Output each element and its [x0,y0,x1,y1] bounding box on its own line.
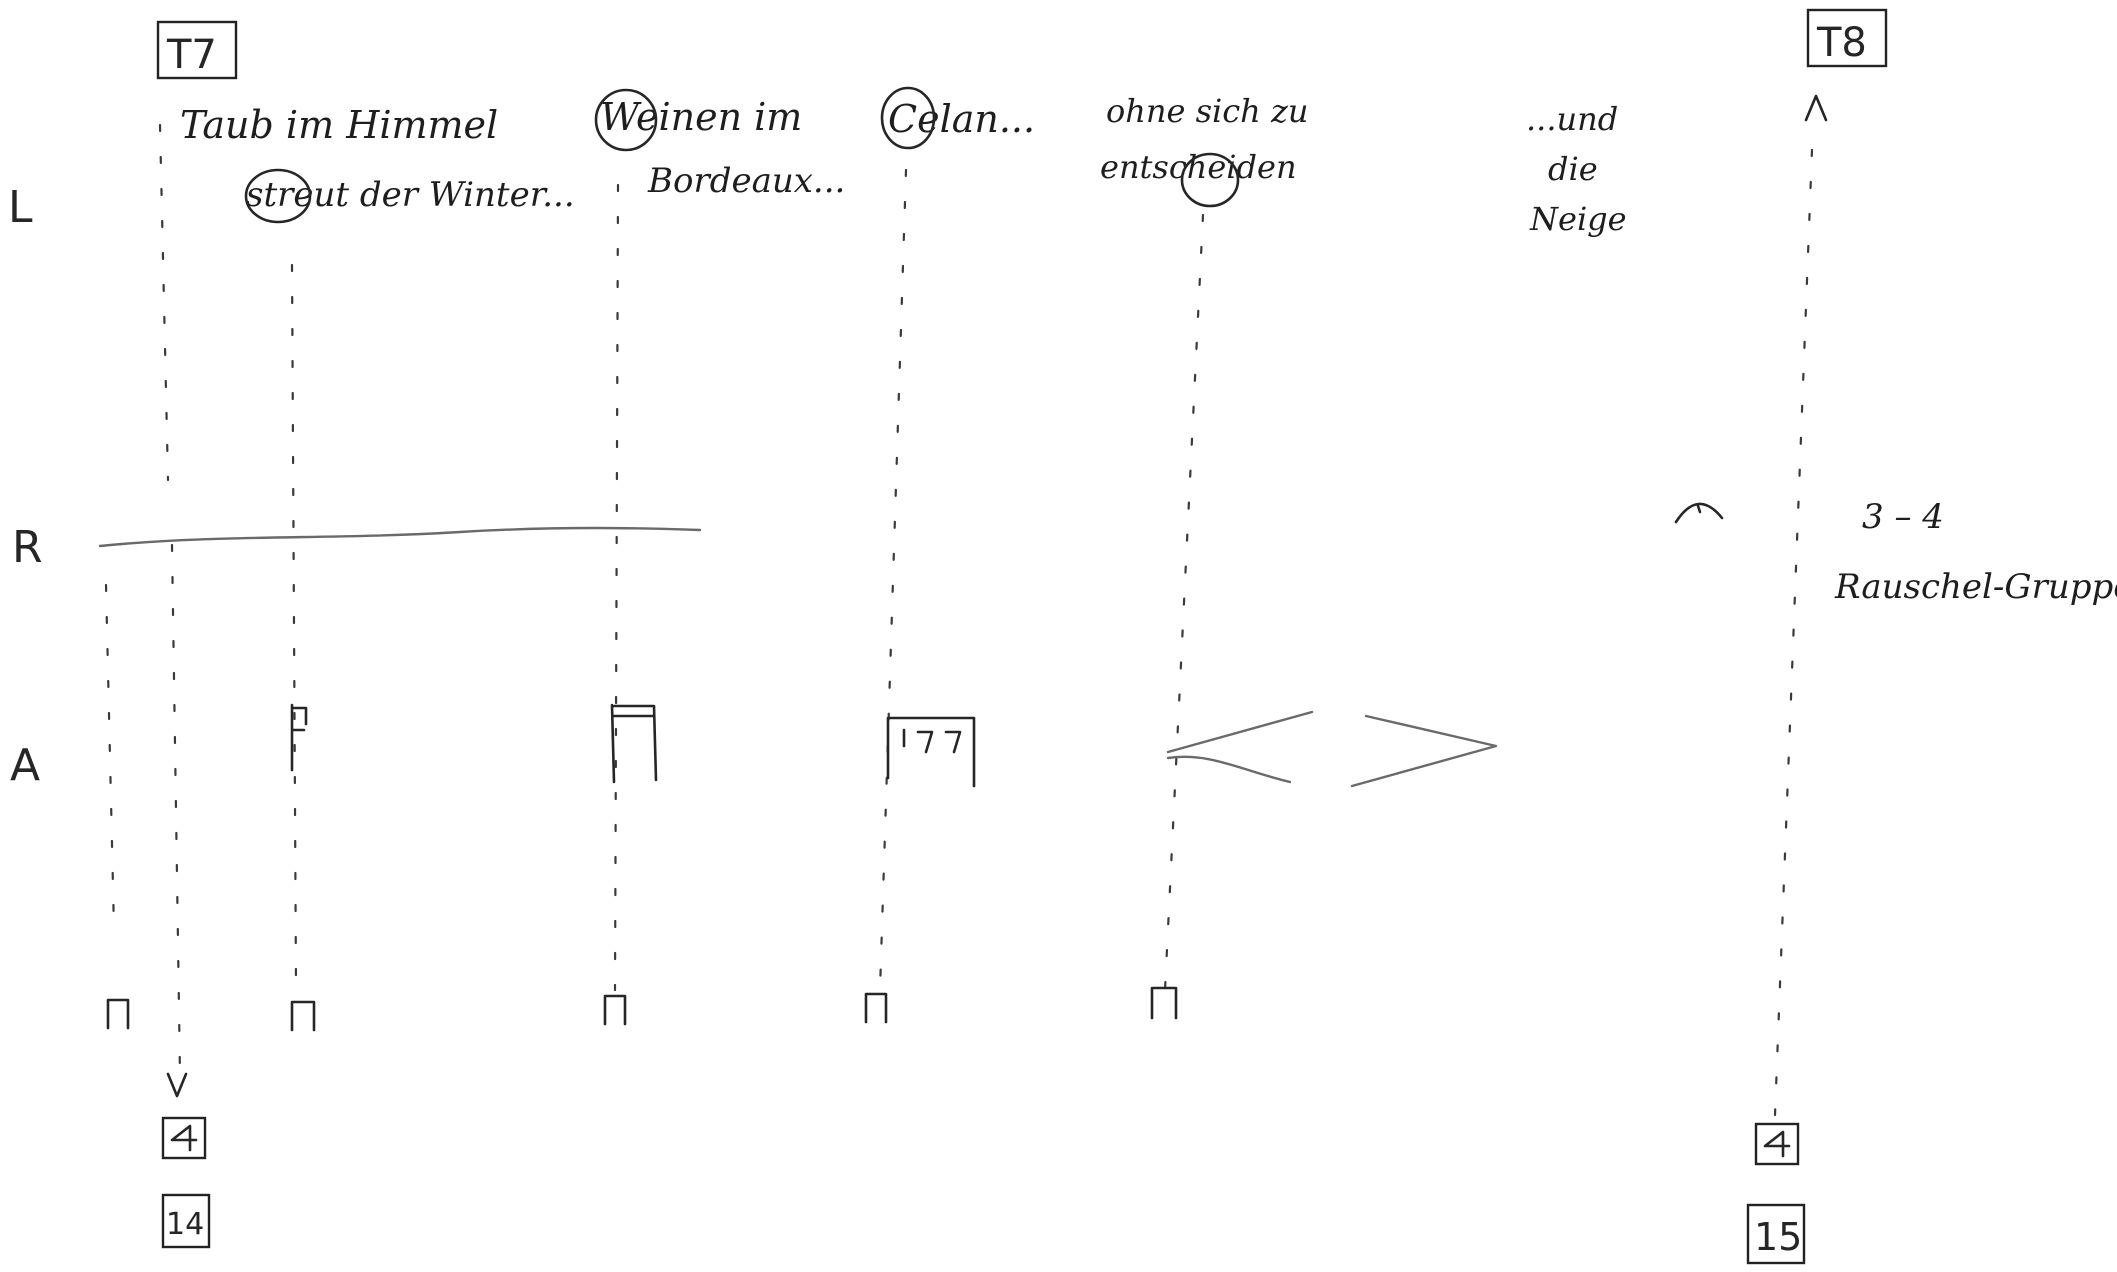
circle-mark-entscheiden [1180,152,1240,208]
note-weinen-line1: Weinen im [600,95,802,139]
circle-mark-weinen [594,88,658,152]
circle-mark-streut [244,168,312,224]
note-count: 3 – 4 [1862,497,1944,537]
small-arc-mark [1674,502,1724,524]
dashed-line-6 [878,168,908,992]
arrow-down-left [166,1072,188,1098]
tag-14: 14 [161,1193,211,1249]
note-und-line3: Neige [1529,200,1627,238]
dashed-line-4 [290,263,298,987]
note-und-line1: ...und [1526,100,1618,138]
pi-marker-1 [106,998,130,1030]
tag-t8-text: T8 [1816,20,1867,66]
tag-15-text: 15 [1754,1215,1802,1259]
pi-marker-4 [864,992,888,1024]
dashed-line-2 [170,543,182,1077]
wedge-diamond [1166,710,1498,788]
tag-15: 15 [1746,1203,1806,1265]
dashed-line-5 [613,183,620,992]
tag-t7-text: T7 [166,32,217,78]
note-celan: Celan... [888,97,1035,141]
pi-marker-5 [1150,986,1178,1020]
tag-t7: T7 [156,20,238,80]
pi-marker-3 [603,994,627,1026]
tag-14-text: 14 [166,1207,204,1242]
r-horizontal-line [98,526,702,548]
row-label-r: R [12,522,43,573]
return-symbol-left [161,1116,207,1160]
note-ohne-line2: entscheiden [1100,148,1297,186]
note-taub-line2: streut der Winter... [246,175,575,215]
symbol-gate-f [290,703,308,772]
note-weinen-line2: Bordeaux... [647,161,845,201]
note-groups: Rauschel-Gruppen [1834,567,2117,607]
symbol-gate-pi [610,703,658,784]
row-label-a: A [10,740,40,791]
pi-marker-2 [290,1000,316,1032]
return-symbol-right [1754,1122,1800,1166]
note-taub-line1: Taub im Himmel [180,103,498,147]
row-label-l: L [8,182,33,233]
dashed-line-3 [104,583,116,932]
circle-mark-celan [880,86,936,150]
dashed-line-1 [158,123,170,482]
note-ohne-line1: ohne sich zu [1106,92,1308,130]
note-und-line2: die [1548,150,1598,188]
dashed-line-7 [1163,213,1205,992]
symbol-gate-triple [886,716,976,788]
tag-t8: T8 [1806,8,1888,68]
arrow-up-right [1804,94,1828,122]
dashed-line-8 [1773,148,1814,1117]
